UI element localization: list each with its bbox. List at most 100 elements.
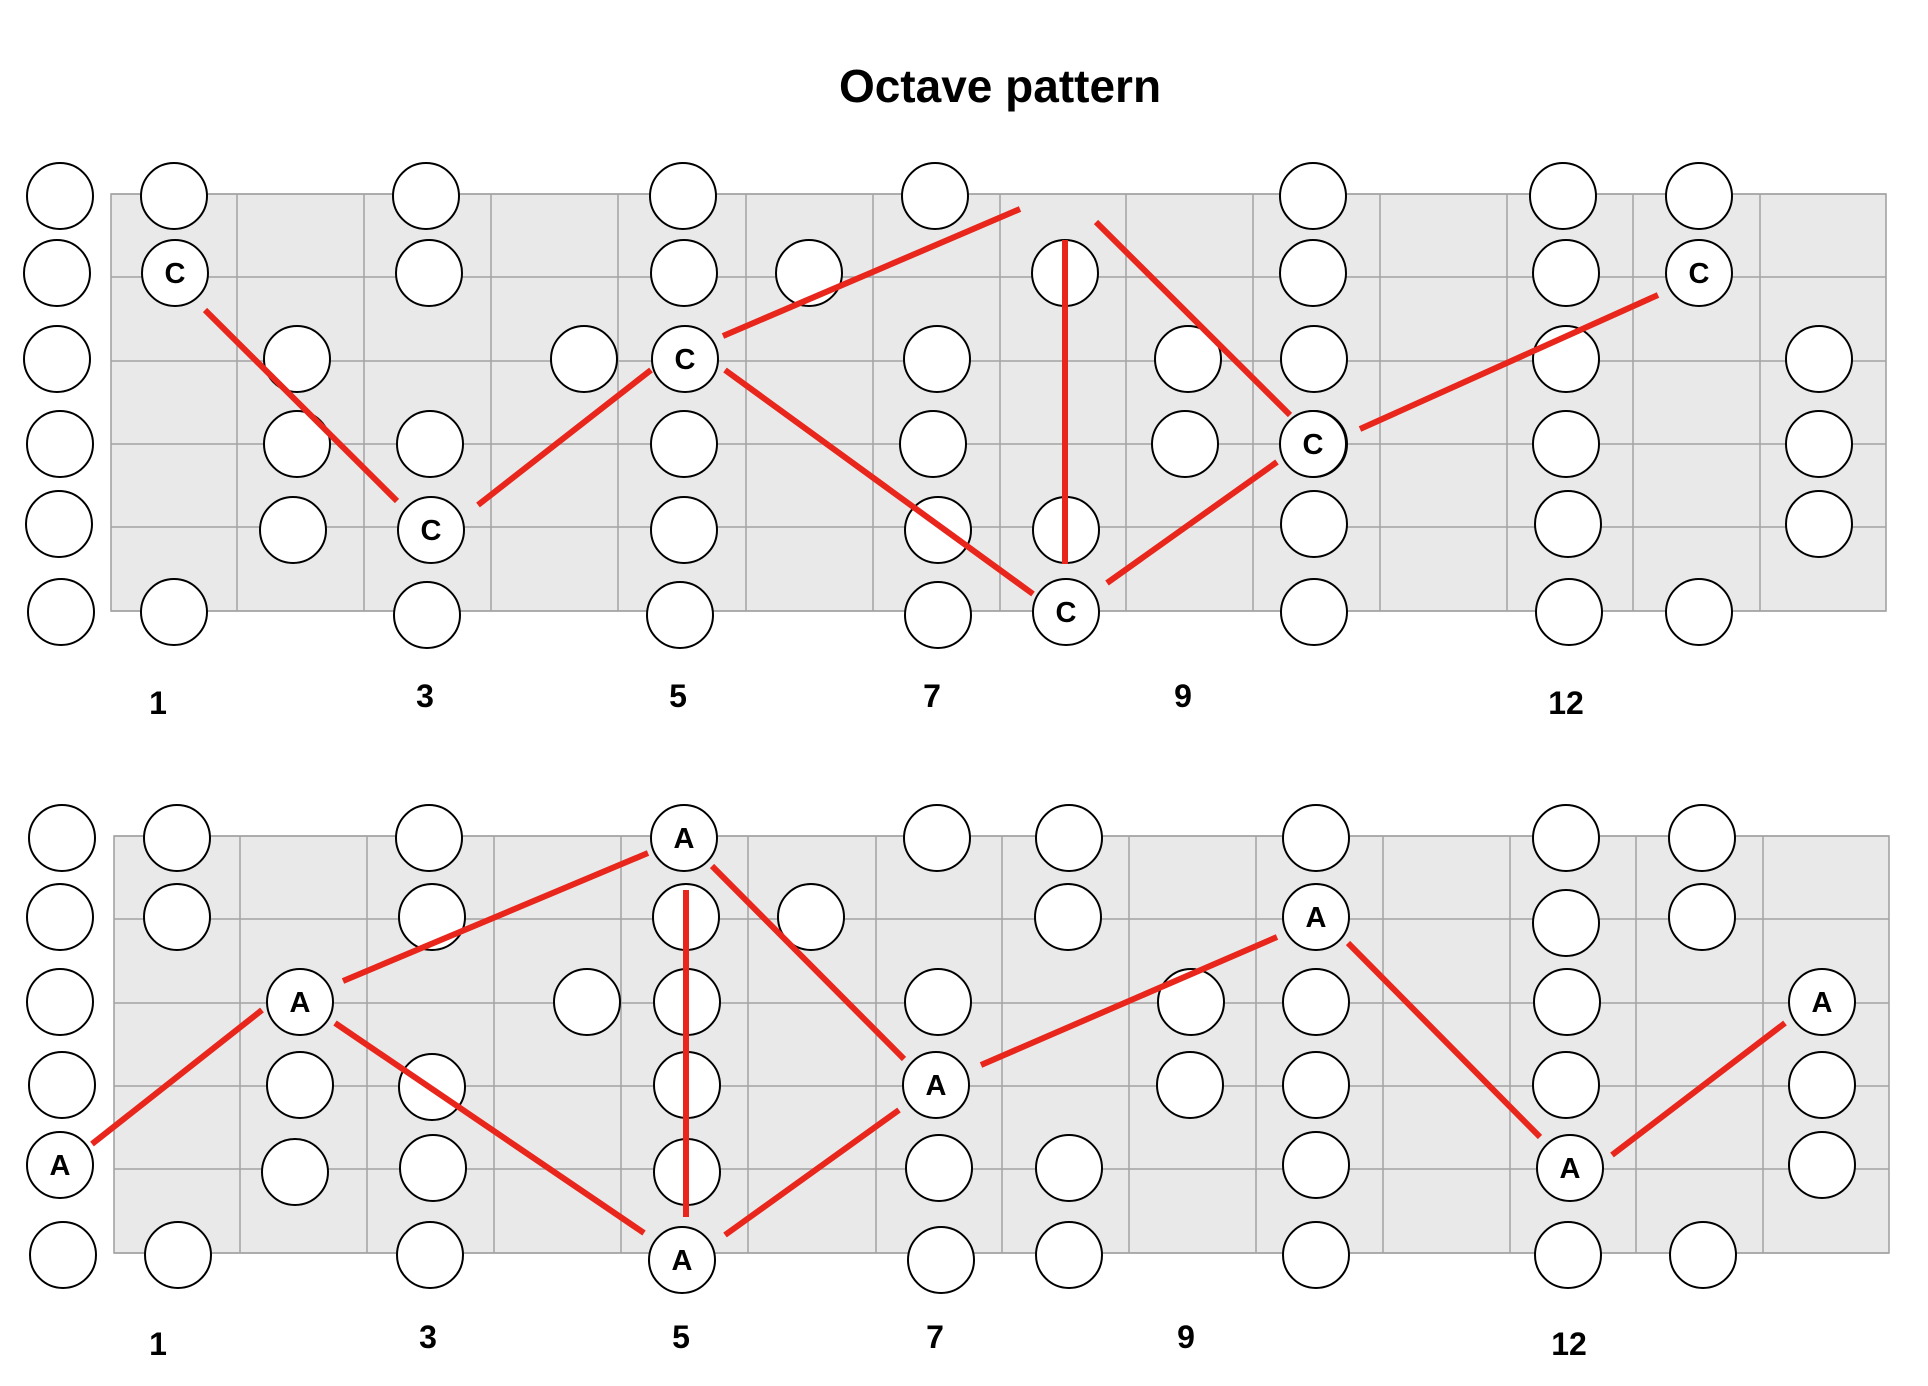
note-position-marker: [1280, 325, 1348, 393]
note-circle: [1532, 804, 1600, 872]
note-position-marker: [650, 239, 718, 307]
note-circle: [1534, 490, 1602, 558]
fretboard-background: [110, 193, 1887, 612]
note-circle: [393, 581, 461, 649]
note-position-marker: [1280, 578, 1348, 646]
octave-connector-line: [979, 934, 1279, 1068]
fret-number: 5: [669, 678, 687, 714]
fret-number: 3: [416, 678, 434, 714]
note-position-marker: [907, 1226, 975, 1294]
note-circle: [395, 239, 463, 307]
note-position-marker: [1785, 490, 1853, 558]
note-circle: [143, 883, 211, 951]
note-circle: [903, 804, 971, 872]
note-circle: [648, 1226, 716, 1294]
fret-number: 7: [926, 1319, 944, 1355]
note-circle: [140, 162, 208, 230]
note-position-marker: [1279, 162, 1347, 230]
octave-note-marker: C: [397, 496, 465, 564]
note-position-marker: [23, 239, 91, 307]
note-circle: [1282, 1131, 1350, 1199]
note-circle: [1668, 883, 1736, 951]
note-position-marker: [903, 804, 971, 872]
note-position-marker: [904, 581, 972, 649]
note-position-marker: [25, 490, 93, 558]
note-circle: [1035, 1134, 1103, 1202]
note-position-marker: [399, 1134, 467, 1202]
note-circle: [899, 410, 967, 478]
note-position-marker: [1668, 883, 1736, 951]
note-circle: [23, 239, 91, 307]
note-circle: [26, 883, 94, 951]
octave-connector-line: [709, 863, 907, 1062]
note-position-marker: [1785, 410, 1853, 478]
note-position-marker: [903, 325, 971, 393]
note-position-marker: [26, 410, 94, 478]
note-position-marker: [1282, 1131, 1350, 1199]
note-position-marker: [1785, 325, 1853, 393]
octave-connector-line: [1610, 1020, 1787, 1158]
octave-note-marker: A: [1536, 1134, 1604, 1202]
note-position-marker: [1532, 239, 1600, 307]
note-position-marker: [26, 883, 94, 951]
note-circle: [650, 239, 718, 307]
note-circle: [904, 581, 972, 649]
note-position-marker: [263, 325, 331, 393]
note-circle: [777, 883, 845, 951]
note-position-marker: [1668, 804, 1736, 872]
note-circle: [650, 410, 718, 478]
note-position-marker: [395, 239, 463, 307]
note-position-marker: [1282, 804, 1350, 872]
note-circle: [904, 968, 972, 1036]
note-position-marker: [550, 325, 618, 393]
octave-connector-line: [90, 1007, 264, 1147]
note-position-marker: [899, 410, 967, 478]
note-circle: [1788, 1051, 1856, 1119]
note-circle: [901, 162, 969, 230]
note-circle: [27, 578, 95, 646]
note-circle: [29, 1221, 97, 1289]
note-circle: [28, 804, 96, 872]
note-circle: [398, 883, 466, 951]
note-position-marker: [1532, 804, 1600, 872]
note-circle: [26, 968, 94, 1036]
note-circle: [651, 325, 719, 393]
note-circle: [1532, 889, 1600, 957]
note-circle: [144, 1221, 212, 1289]
note-circle: [26, 162, 94, 230]
note-position-marker: [905, 1134, 973, 1202]
note-position-marker: [1156, 1051, 1224, 1119]
note-circle: [1533, 968, 1601, 1036]
note-circle: [1282, 804, 1350, 872]
note-position-marker: [1154, 325, 1222, 393]
note-circle: [1785, 410, 1853, 478]
note-circle: [263, 410, 331, 478]
note-circle: [905, 1134, 973, 1202]
fret-number: 9: [1177, 1319, 1195, 1355]
note-circle: [399, 1134, 467, 1202]
note-circle: [1282, 968, 1350, 1036]
note-circle: [1282, 1051, 1350, 1119]
note-position-marker: [26, 162, 94, 230]
note-position-marker: [396, 410, 464, 478]
note-circle: [1669, 1221, 1737, 1289]
note-position-marker: [904, 968, 972, 1036]
fret-number: 12: [1551, 1326, 1587, 1362]
note-label: C: [1056, 597, 1077, 629]
note-circle: [649, 162, 717, 230]
octave-connector-line: [723, 367, 1035, 597]
note-circle: [1035, 804, 1103, 872]
note-circle: [263, 325, 331, 393]
note-position-marker: [553, 968, 621, 1036]
octave-note-marker: C: [141, 239, 209, 307]
note-circle: [903, 325, 971, 393]
octave-connector-line: [1358, 292, 1660, 432]
octave-note-marker: A: [648, 1226, 716, 1294]
fret-number: 7: [923, 678, 941, 714]
octave-note-marker: C: [1665, 239, 1733, 307]
octave-connector-line: [333, 1020, 646, 1236]
octave-connector-line: [1105, 459, 1279, 586]
note-position-marker: [393, 581, 461, 649]
